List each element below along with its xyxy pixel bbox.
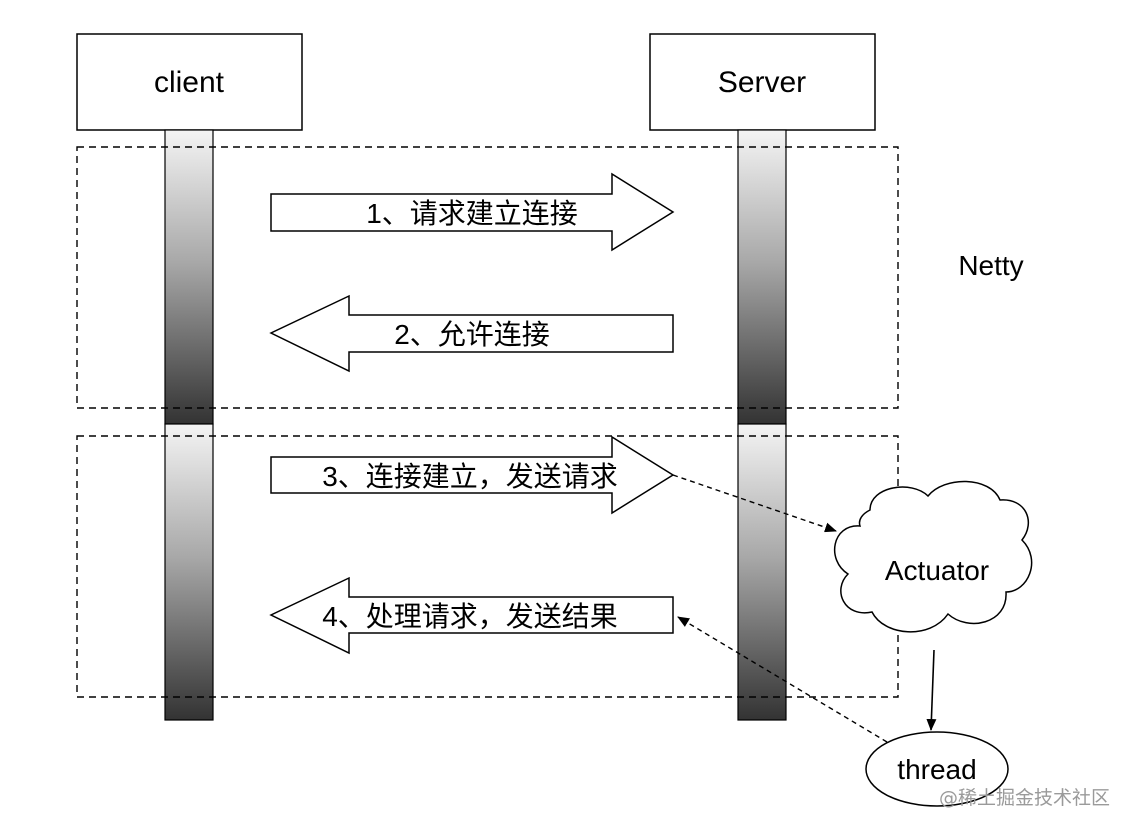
message-1-label: 1、请求建立连接 bbox=[366, 198, 578, 229]
actuator-cloud: Actuator bbox=[833, 480, 1033, 633]
client-participant: client bbox=[76, 33, 303, 131]
server-lifeline bbox=[737, 129, 787, 721]
message-4-arrow: 4、处理请求，发送结果 bbox=[269, 576, 674, 655]
thread-label: thread bbox=[897, 754, 976, 785]
client-label: client bbox=[154, 66, 225, 99]
message-3-arrow: 3、连接建立，发送请求 bbox=[270, 435, 675, 515]
thread-to-result-connector bbox=[677, 616, 888, 743]
message-1-arrow: 1、请求建立连接 bbox=[270, 172, 675, 252]
client-lifeline bbox=[164, 129, 214, 721]
server-activation-1 bbox=[737, 129, 787, 425]
message-4-label: 4、处理请求，发送结果 bbox=[322, 601, 618, 632]
client-activation-1 bbox=[164, 129, 214, 425]
server-participant: Server bbox=[649, 33, 876, 131]
message-2-label: 2、允许连接 bbox=[394, 319, 550, 350]
netty-group-frame bbox=[76, 146, 899, 409]
message-2-arrow: 2、允许连接 bbox=[269, 294, 674, 373]
client-activation-2 bbox=[164, 423, 214, 721]
actuator-label: Actuator bbox=[885, 555, 989, 586]
watermark-text: @稀土掘金技术社区 bbox=[939, 787, 1110, 809]
server-label: Server bbox=[718, 66, 806, 99]
actuator-to-thread-connector bbox=[926, 649, 937, 731]
thread-node: thread bbox=[865, 731, 1009, 807]
netty-label: Netty bbox=[958, 250, 1023, 281]
server-activation-2 bbox=[737, 423, 787, 721]
request-to-actuator-connector bbox=[672, 474, 837, 533]
message-3-label: 3、连接建立，发送请求 bbox=[322, 461, 618, 492]
